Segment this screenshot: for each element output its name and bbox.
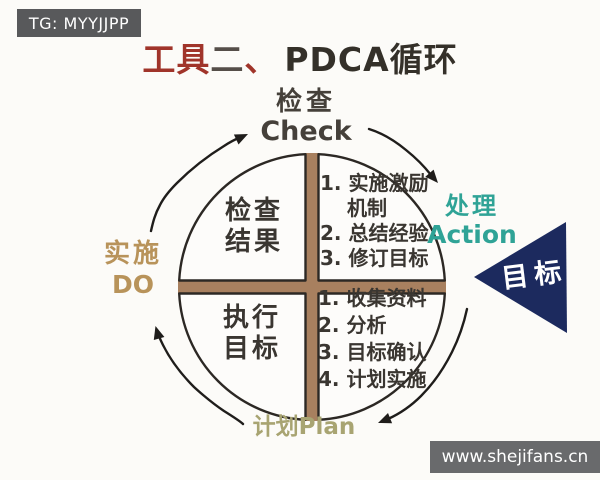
plan-item: 4. 计划实施 (318, 367, 427, 391)
arrowhead-to-plan (378, 413, 393, 424)
action-item: 3. 修订目标 (320, 246, 429, 270)
arrow-do-to-check (149, 135, 243, 233)
watermark-badge: TG: MYYJJPP (17, 9, 141, 37)
action-item-wrap: 机制 (347, 196, 387, 220)
goal-pennant (474, 222, 567, 333)
quadrant-check-shape (178, 153, 307, 282)
check-result-line1: 检查 (224, 196, 283, 226)
arrowhead-to-check (233, 134, 248, 145)
arrowhead-to-do (153, 326, 165, 340)
cycle-arrows (149, 127, 469, 426)
plan-item: 3. 目标确认 (318, 340, 427, 364)
quadrant-do-shape (178, 292, 307, 421)
plan-item: 2. 分析 (318, 313, 387, 337)
title-tool: 工具 (142, 40, 211, 79)
do-goal-line2: 目标 (222, 334, 281, 364)
do-label-en: DO (111, 270, 154, 299)
check-label-zh: 检查 (275, 87, 336, 117)
quadrant-action-list: 1. 实施激励 机制 2. 总结经验 3. 修订目标 (320, 171, 428, 271)
quadrant-plan-shape (317, 292, 446, 421)
action-label-en: Action (427, 220, 517, 249)
quadrant-plan-list: 1. 收集资料 2. 分析 3. 目标确认 4. 计划实施 (318, 285, 426, 393)
stage-label-action: 处理 Action (423, 192, 521, 248)
footer-url-bar: www.shejifans.cn (430, 441, 600, 473)
plan-label-zh: 计划 (252, 414, 299, 440)
footer-url: www.shejifans.cn (441, 447, 589, 467)
cycle-arrowheads (153, 134, 438, 424)
stage-label-do: 实施 DO (93, 238, 173, 300)
watermark-text: TG: MYYJJPP (28, 13, 130, 33)
arrowhead-to-action (425, 169, 438, 183)
quadrant-do-text: 执行 目标 (203, 303, 301, 365)
page-title: 工具二、PDCA循环 (0, 33, 600, 81)
arrow-action-to-plan (386, 307, 469, 421)
action-item: 2. 总结经验 (320, 221, 429, 245)
arrow-check-to-action (367, 127, 433, 177)
quadrant-action-shape (317, 153, 446, 282)
action-label-zh: 处理 (445, 192, 499, 220)
title-two: 二 (210, 40, 245, 79)
plan-label-en: Plan (298, 414, 356, 440)
do-label-zh: 实施 (103, 239, 162, 269)
check-result-line2: 结果 (224, 227, 283, 257)
title-comma: 、 (244, 40, 279, 79)
do-goal-line1: 执行 (222, 303, 281, 333)
plan-item: 1. 收集资料 (318, 286, 427, 310)
arrow-plan-to-do (155, 329, 245, 426)
check-label-en: Check (260, 116, 352, 147)
stage-label-plan: 计划Plan (248, 407, 360, 441)
title-main: PDCA循环 (284, 40, 458, 79)
quadrant-check-text: 检查 结果 (205, 196, 303, 258)
divider-cross (178, 153, 446, 421)
stage-label-check: 检查 Check (248, 87, 364, 147)
action-item: 1. 实施激励 (320, 171, 429, 195)
cycle-circle (178, 153, 446, 421)
